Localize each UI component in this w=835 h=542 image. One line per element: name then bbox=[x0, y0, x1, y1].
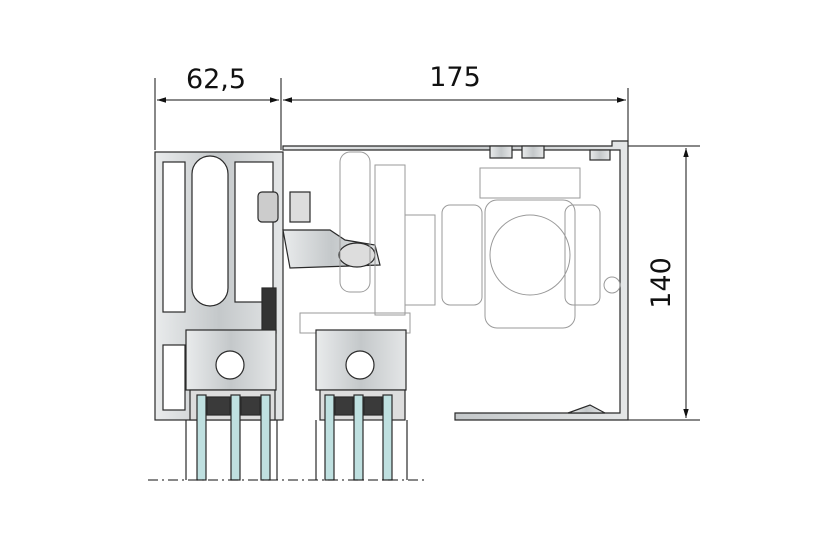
dimension-housing-width bbox=[283, 88, 629, 145]
dimension-label-frame-width: 62,5 bbox=[186, 64, 246, 95]
dimension-frame-width bbox=[154, 78, 282, 150]
motor-assembly bbox=[299, 151, 621, 334]
sash-right bbox=[315, 329, 408, 481]
dimension-label-housing-width: 175 bbox=[429, 62, 481, 93]
dimension-label-housing-height: 140 bbox=[646, 257, 677, 309]
dimension-housing-height bbox=[620, 145, 700, 421]
sash-left bbox=[185, 329, 278, 481]
housing-profile bbox=[282, 140, 629, 421]
